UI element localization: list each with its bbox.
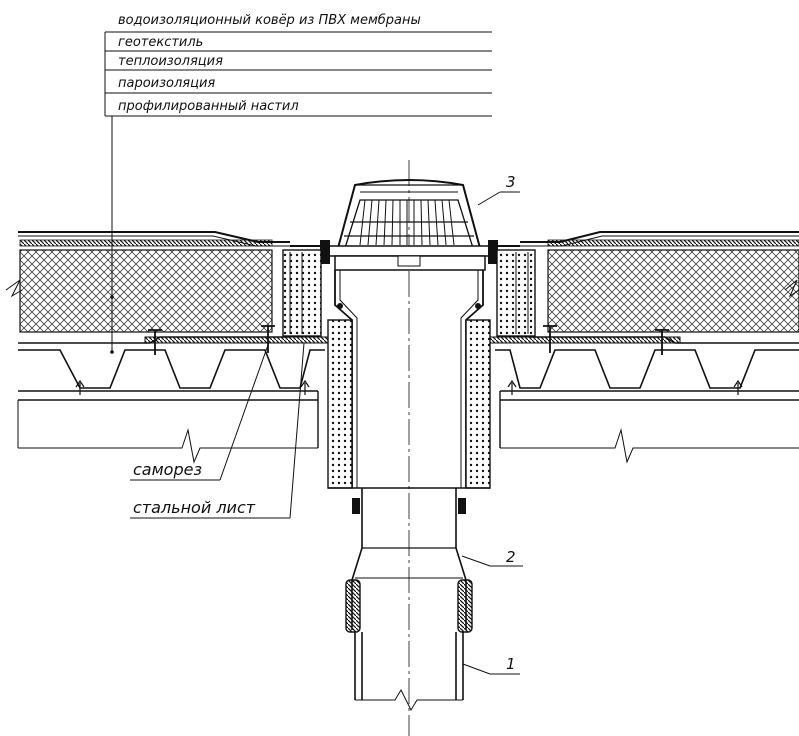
callout-part-1: 1 [506, 655, 516, 673]
callout-screw: саморез [133, 460, 202, 479]
legend-layer-pvc: водоизоляционный ковёр из ПВХ мембраны [118, 13, 421, 28]
legend-layer-insulation: теплоизоляция [118, 54, 223, 69]
legend-layer-vapor-barrier: пароизоляция [118, 76, 215, 91]
callout-leaders [130, 191, 523, 675]
callout-part-3: 3 [506, 173, 516, 191]
callout-steel-sheet: стальной лист [133, 498, 256, 517]
callout-part-2: 2 [506, 548, 516, 566]
legend-layer-profiled-deck: профилированный настил [118, 99, 299, 114]
right-roof-layers [489, 231, 799, 464]
roof-drain-assembly [282, 179, 536, 712]
legend-layer-geotextile: геотекстиль [118, 35, 203, 50]
layer-legend: водоизоляционный ковёр из ПВХ мембраны г… [104, 13, 492, 354]
